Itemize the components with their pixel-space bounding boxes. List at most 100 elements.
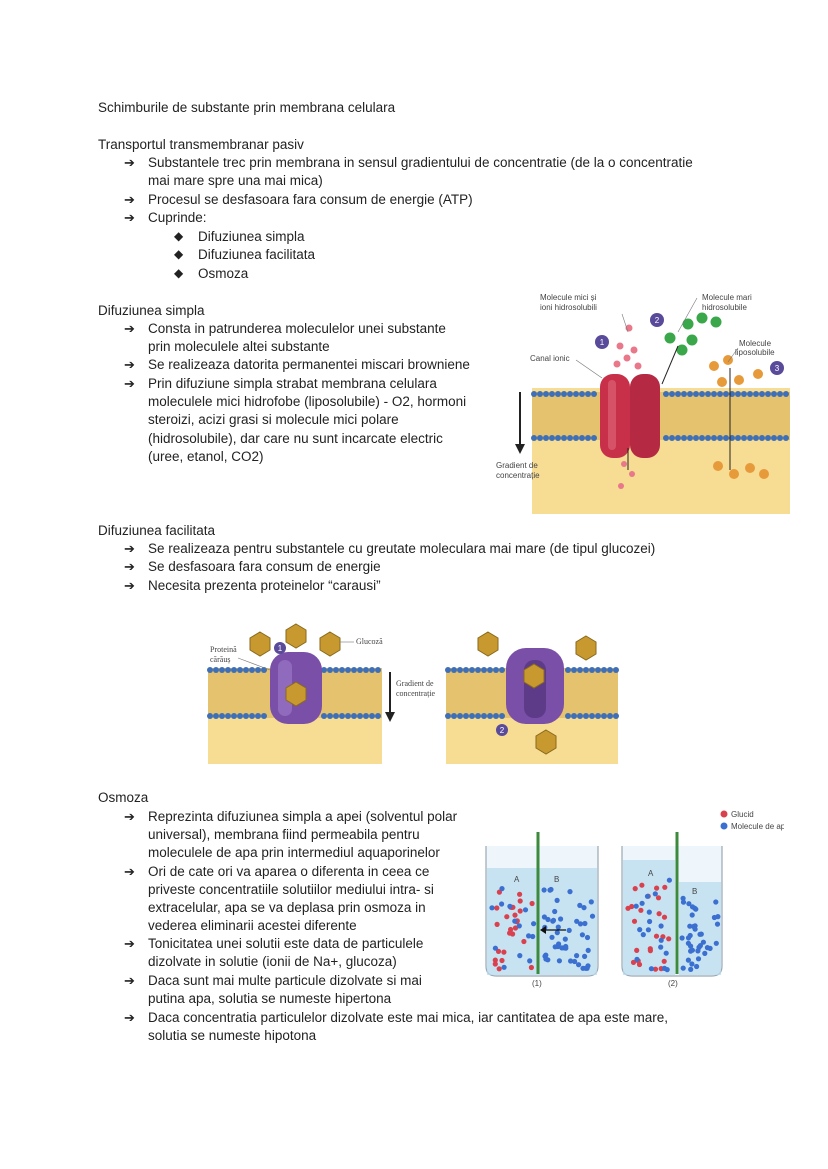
water-particle [645,927,651,933]
membrane-head [261,713,267,719]
beaker-1-particles [489,886,596,972]
membrane-head [237,713,243,719]
membrane-head [565,667,571,673]
label-small-molecules-2: ioni hidrosolubili [540,303,597,312]
membrane-head [699,391,705,397]
water-particle [499,886,505,892]
beaker-2-particles [625,877,721,973]
pasiv-item-3: Cuprinde: [148,210,207,225]
water-particle [694,963,700,970]
water-particle [543,956,549,962]
glucid-particle [662,884,668,890]
membrane-head [687,435,693,441]
water-particle [581,905,587,911]
membrane-head [375,667,381,673]
water-particle [556,941,562,947]
water-particle [577,902,583,908]
glucid-particle [499,957,505,964]
glucose-inside-2 [523,663,545,689]
membrane-head [499,667,505,673]
membrane-head [573,435,579,441]
label-gradient: Gradient de [496,461,538,470]
membrane-head [351,713,357,719]
membrane-head [339,713,345,719]
membrane-head [759,391,765,397]
water-particle [550,917,557,923]
membrane-head [577,667,583,673]
membrane-head [451,667,457,673]
membrane-head [549,435,555,441]
pasiv-item-2: Procesul se desfasoara fara consum de en… [148,192,473,207]
svg-text:2: 2 [655,316,660,325]
water-particle [579,932,585,938]
water-particle [552,908,558,915]
marker-2 [650,313,664,327]
osmoza-line-5: priveste concentratiile solutiilor mediu… [148,882,434,897]
membrane-head [363,667,369,673]
water-particle [689,912,695,918]
membrane-head [219,667,225,673]
membrane-head [735,391,741,397]
membrane-head [369,713,375,719]
pasiv-sub-1: Difuziunea simpla [198,229,305,244]
bullet-arrow-icon: ➔ [124,321,135,336]
water-particle [562,936,568,942]
simpla-line-4: Prin difuziune simpla strabat membrana c… [148,376,437,391]
membrane-head [327,667,333,673]
membrane-head [681,435,687,441]
membrane-head [669,435,675,441]
water-particle [680,965,686,971]
label-b-2: B [692,887,697,896]
glucose-inside-1 [285,681,307,707]
water-particle [563,943,569,950]
bullet-arrow-icon: ➔ [124,559,135,574]
water-particle [574,953,580,959]
membrane-head [693,435,699,441]
water-particle [646,909,652,915]
facilitata-item-2: Se desfasoara fara consum de energie [148,559,381,574]
label-glucose: Glucoză [356,637,383,646]
osmoza-line-8: Tonicitatea unei solutii este data de pa… [148,936,424,951]
membrane-head [783,435,789,441]
water-particle [697,931,703,937]
water-particle [688,966,694,972]
membrane-head [231,713,237,719]
large-hydrosoluble-molecules [664,312,722,356]
membrane-head [445,713,451,719]
membrane-head [595,713,601,719]
membrane-head [339,667,345,673]
glucose-3 [319,631,341,657]
membrane-head [469,667,475,673]
water-particle [692,926,698,932]
membrane-head [759,435,765,441]
membrane-head [583,713,589,719]
glucid-particle [653,933,660,939]
membrane-head [753,435,759,441]
membrane-head [225,667,231,673]
membrane-head [481,667,487,673]
water-particle [576,962,582,968]
water-particle [633,903,639,909]
label-a-2: A [648,869,654,878]
membrane-head [765,435,771,441]
osmosis-figure: Glucid Molecule de apă A B (1) A B (2) [485,810,784,988]
water-particle [582,953,588,959]
membrane-head [693,391,699,397]
bullet-arrow-icon: ➔ [124,357,135,372]
glucid-particle [496,966,502,972]
large-arrow [661,345,679,385]
membrane-head [571,667,577,673]
osmoza-line-10: Daca sunt mai multe particule dizolvate … [148,973,422,988]
ion-channel [600,374,660,458]
bullet-arrow-icon: ➔ [124,578,135,593]
membrane-head [351,667,357,673]
membrane-head [735,435,741,441]
water-particle [527,958,533,964]
membrane-head [783,391,789,397]
glucid-particle [529,900,535,907]
membrane-head [567,435,573,441]
legend-glucid-dot [720,810,728,818]
glucid-particle [528,964,534,971]
glucid-particle [507,930,513,936]
membrane-head [663,391,669,397]
